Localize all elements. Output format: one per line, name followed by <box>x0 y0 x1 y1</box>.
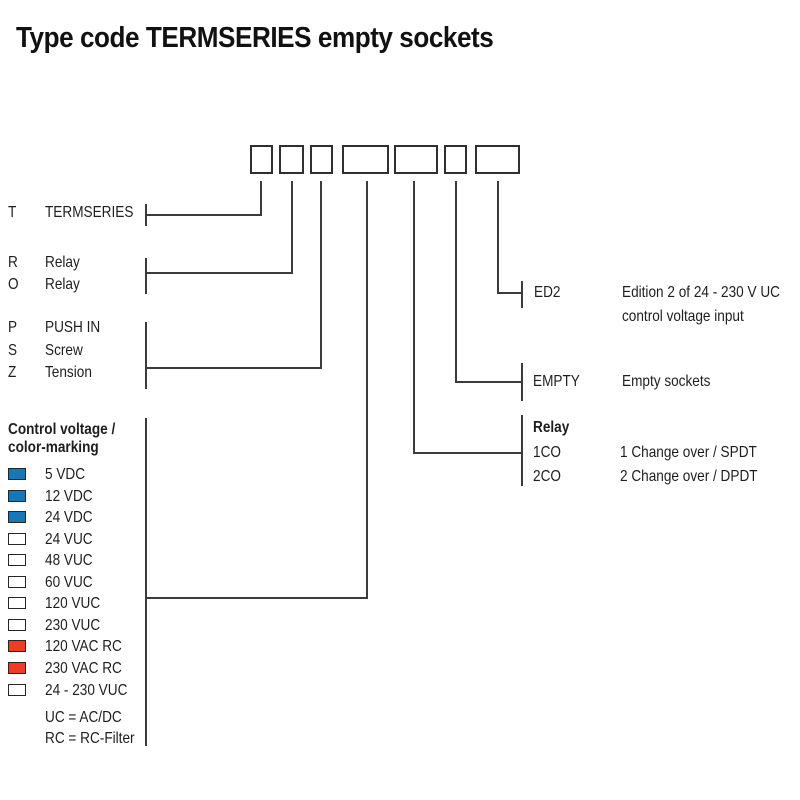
voltage-label: 24 - 230 VUC <box>45 682 128 699</box>
connector-line <box>260 181 262 216</box>
voltage-label: 12 VDC <box>45 488 93 505</box>
code-box-1 <box>250 145 273 174</box>
voltage-label: 48 VUC <box>45 552 93 569</box>
color-swatch <box>8 640 26 652</box>
relay-option-code: 1CO <box>533 444 561 461</box>
connector-line <box>455 181 457 383</box>
color-swatch <box>8 554 26 566</box>
connector-line <box>497 292 523 294</box>
connector-line <box>291 181 293 274</box>
code-box-7 <box>475 145 520 174</box>
type-code-letter: P <box>8 319 18 336</box>
voltage-label: 24 VUC <box>45 531 93 548</box>
color-swatch <box>8 619 26 631</box>
connector-line <box>413 452 523 454</box>
legend-heading-line1: Control voltage / <box>8 421 116 438</box>
type-code-label: TERMSERIES <box>45 204 134 221</box>
voltage-label: 5 VDC <box>45 466 86 483</box>
connector-line <box>320 181 322 369</box>
voltage-label: 120 VAC RC <box>45 638 122 655</box>
connector-line <box>366 181 368 599</box>
ed2-description-line1: Edition 2 of 24 - 230 V UC <box>622 284 781 301</box>
empty-description: Empty sockets <box>622 373 711 390</box>
page-title: Type code TERMSERIES empty sockets <box>16 22 494 54</box>
code-box-6 <box>444 145 467 174</box>
legend-note-rc: RC = RC-Filter <box>45 730 135 747</box>
connector-line <box>146 367 322 369</box>
tick-mark <box>145 322 147 389</box>
tick-mark <box>521 363 523 401</box>
relay-option-code: 2CO <box>533 468 561 485</box>
relay-option-description: 2 Change over / DPDT <box>620 468 758 485</box>
color-swatch <box>8 684 26 696</box>
relay-heading: Relay <box>533 419 570 436</box>
type-code-letter: R <box>8 254 18 271</box>
color-swatch <box>8 490 26 502</box>
connector-line <box>497 181 499 294</box>
ed2-description-line2: control voltage input <box>622 308 744 325</box>
voltage-label: 230 VAC RC <box>45 660 122 677</box>
tick-mark <box>521 415 523 486</box>
voltage-label: 230 VUC <box>45 617 101 634</box>
code-box-5 <box>394 145 438 174</box>
code-box-4 <box>342 145 389 174</box>
color-swatch <box>8 597 26 609</box>
voltage-label: 24 VDC <box>45 509 93 526</box>
color-swatch <box>8 533 26 545</box>
ed2-code: ED2 <box>534 284 561 301</box>
connector-line <box>146 597 368 599</box>
empty-code: EMPTY <box>533 373 580 390</box>
connector-line <box>146 272 293 274</box>
legend-note-uc: UC = AC/DC <box>45 709 122 726</box>
color-swatch <box>8 511 26 523</box>
connector-line <box>455 381 523 383</box>
tick-mark <box>145 418 147 746</box>
connector-line <box>146 214 262 216</box>
relay-option-description: 1 Change over / SPDT <box>620 444 757 461</box>
tick-mark <box>521 281 523 308</box>
type-code-label: Relay <box>45 276 80 293</box>
tick-mark <box>145 258 147 294</box>
type-code-letter: O <box>8 276 19 293</box>
connector-line <box>413 181 415 454</box>
legend-heading-line2: color-marking <box>8 439 99 456</box>
type-code-label: PUSH IN <box>45 319 101 336</box>
tick-mark <box>145 204 147 226</box>
voltage-label: 60 VUC <box>45 574 93 591</box>
voltage-label: 120 VUC <box>45 595 101 612</box>
color-swatch <box>8 468 26 480</box>
type-code-label: Screw <box>45 342 83 359</box>
color-swatch <box>8 662 26 674</box>
type-code-label: Tension <box>45 364 92 381</box>
type-code-letter: Z <box>8 364 17 381</box>
color-swatch <box>8 576 26 588</box>
type-code-label: Relay <box>45 254 80 271</box>
type-code-letter: T <box>8 204 17 221</box>
code-box-3 <box>310 145 333 174</box>
type-code-letter: S <box>8 342 18 359</box>
code-box-2 <box>279 145 304 174</box>
